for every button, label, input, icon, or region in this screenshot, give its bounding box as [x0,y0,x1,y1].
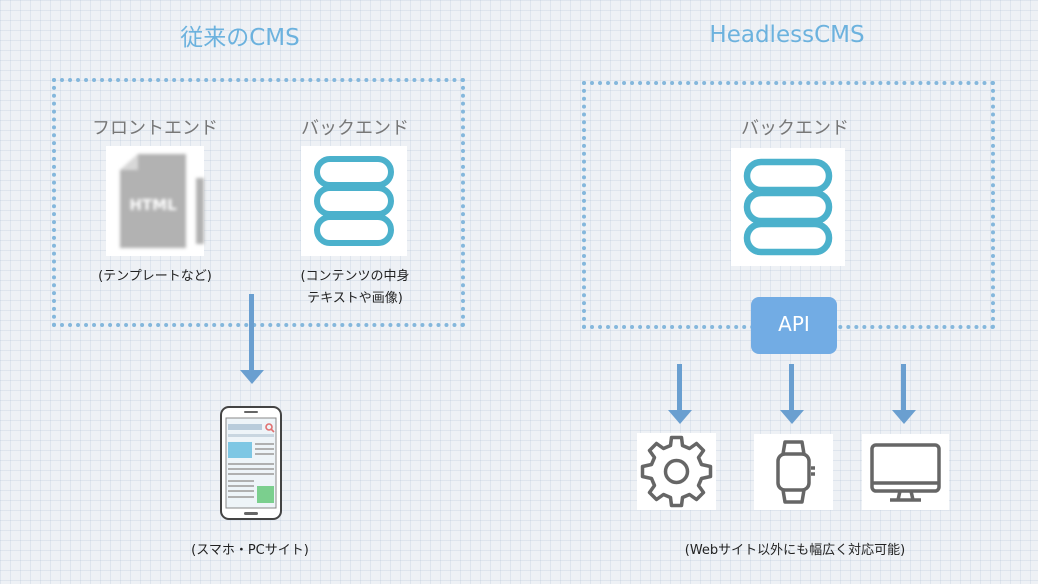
traditional-cms-title: 従来のCMS [180,25,300,51]
output-note-right: (Webサイト以外にも幅広く対応可能) [684,543,906,558]
frontend-label: フロントエンド [92,118,218,139]
arrow-down-icon [888,364,920,426]
frontend-note: (テンプレートなど) [98,269,212,284]
html-file-icon: HTML [106,146,204,256]
arrow-down-icon [664,364,696,426]
output-note-left: (スマホ・PCサイト) [191,543,309,558]
backend-note-line1: (コンテンツの中身 [300,269,410,284]
arrow-down-icon [236,294,268,386]
smartwatch-icon [754,434,833,510]
database-icon [731,148,845,266]
gear-icon [637,433,716,510]
traditional-cms-box [52,78,465,327]
headless-cms-title: HeadlessCMS [709,22,865,48]
backend-note-line2: テキストや画像) [307,291,403,306]
monitor-icon [862,434,949,510]
api-badge: API [751,297,837,354]
smartphone-icon [220,406,282,520]
backend-label-left: バックエンド [301,118,409,139]
backend-label-right: バックエンド [741,118,849,139]
arrow-down-icon [776,364,808,426]
database-icon [301,146,407,256]
html-icon-text: HTML [129,196,177,214]
